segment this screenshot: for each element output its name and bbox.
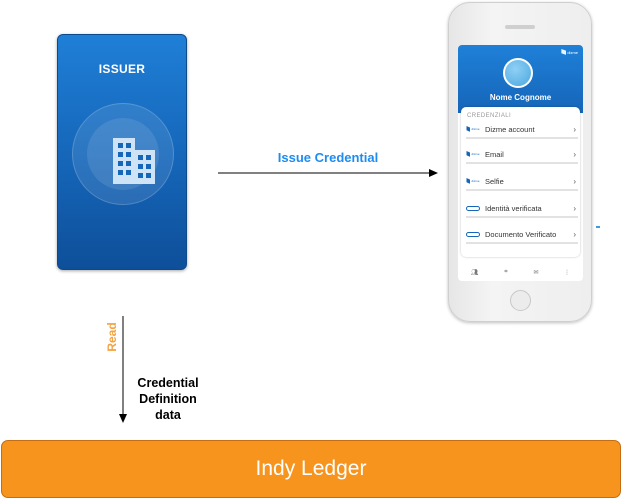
dizme-logo-icon: dizme — [466, 125, 480, 133]
home-button[interactable] — [510, 290, 531, 311]
dizme-logo-icon — [561, 49, 567, 55]
building-icon — [113, 138, 155, 184]
chevron-right-icon: › — [573, 149, 576, 159]
chevron-right-icon: › — [573, 176, 576, 186]
phone-mockup: dizme Nome Cognome CREDENZIALI dizme Diz… — [448, 2, 592, 322]
chevron-right-icon: › — [573, 124, 576, 134]
avatar[interactable] — [503, 58, 533, 88]
phone-screen: dizme Nome Cognome CREDENZIALI dizme Diz… — [458, 45, 583, 281]
issue-credential-label: Issue Credential — [277, 150, 379, 165]
decorative-mark — [596, 226, 600, 228]
bottom-nav: 👥︎ ⌗ ✉ ⋮ — [458, 263, 583, 281]
issuer-title: ISSUER — [98, 62, 146, 76]
profile-header: dizme Nome Cognome — [458, 45, 583, 113]
chevron-right-icon: › — [573, 229, 576, 239]
dizme-brand: dizme — [561, 49, 578, 55]
credential-label: Identità verificata — [485, 203, 542, 213]
user-name: Nome Cognome — [489, 93, 552, 102]
credential-label: Documento Verificato — [485, 229, 557, 239]
phone-speaker — [505, 25, 535, 29]
id-card-icon — [466, 230, 480, 238]
contacts-icon[interactable]: 👥︎ — [470, 269, 479, 276]
chevron-right-icon: › — [573, 203, 576, 213]
credential-item-documento-verificato[interactable]: Documento Verificato › — [466, 226, 578, 244]
credential-item-identita-verificata[interactable]: Identità verificata › — [466, 200, 578, 218]
indy-ledger-label: Indy Ledger — [255, 457, 367, 480]
credential-item-email[interactable]: dizme Email › — [466, 146, 578, 164]
more-icon[interactable]: ⋮ — [564, 269, 571, 276]
issue-credential-arrow — [218, 169, 438, 177]
read-arrow — [119, 316, 127, 423]
credential-label: Selfie — [485, 176, 504, 186]
credential-item-selfie[interactable]: dizme Selfie › — [466, 173, 578, 191]
dizme-logo-icon: dizme — [466, 177, 480, 185]
read-label: Read — [105, 322, 119, 352]
credentials-panel: CREDENZIALI dizme Dizme account › dizme … — [461, 107, 580, 257]
inbox-icon[interactable]: ✉ — [533, 269, 539, 276]
dizme-logo-icon: dizme — [466, 150, 480, 158]
scan-icon[interactable]: ⌗ — [504, 268, 508, 275]
id-card-icon — [466, 204, 480, 212]
indy-ledger-bar: Indy Ledger — [1, 440, 621, 498]
credential-label: Email — [485, 149, 504, 159]
credentials-heading: CREDENZIALI — [467, 113, 512, 119]
credential-item-dizme-account[interactable]: dizme Dizme account › — [466, 121, 578, 139]
issuer-icon-ring — [72, 103, 174, 205]
issuer-card: ISSUER — [57, 34, 187, 270]
credential-definition-label: Credential Definition data — [137, 376, 199, 422]
credential-label: Dizme account — [485, 124, 535, 134]
